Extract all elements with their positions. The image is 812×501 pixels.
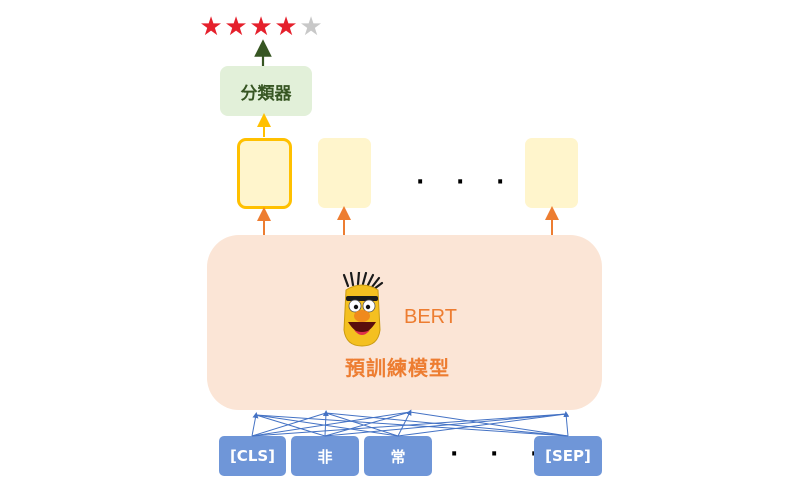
token-label: [SEP] — [545, 447, 591, 465]
token-fei: 非 — [291, 436, 359, 476]
star-icon: ★ — [299, 12, 322, 42]
classifier-label: 分類器 — [240, 83, 292, 104]
token-embedding — [318, 138, 371, 208]
input-connections — [251, 409, 570, 437]
star-rating: ★★★★★ — [198, 12, 323, 42]
sep-embedding — [525, 138, 578, 208]
star-icon: ★ — [249, 12, 272, 42]
classifier-box: 分類器 — [220, 66, 312, 116]
model-label: 預訓練模型 — [345, 356, 450, 380]
token-cls: [CLS] — [219, 436, 286, 476]
bert-label: BERT — [404, 306, 457, 328]
token-sep: [SEP] — [534, 436, 602, 476]
star-icon: ★ — [224, 12, 247, 42]
star-icon: ★ — [199, 12, 222, 42]
token-label: 非 — [317, 447, 333, 466]
pretrained-model-box — [207, 235, 602, 410]
embedding-ellipsis: · · · — [416, 170, 517, 195]
token-ellipsis: · · · — [450, 442, 551, 467]
cls-embedding — [237, 138, 292, 209]
star-icon: ★ — [274, 12, 297, 42]
token-chang: 常 — [364, 436, 432, 476]
bert-face-icon — [342, 272, 384, 347]
token-label: 常 — [390, 447, 406, 466]
token-label: [CLS] — [229, 447, 276, 465]
